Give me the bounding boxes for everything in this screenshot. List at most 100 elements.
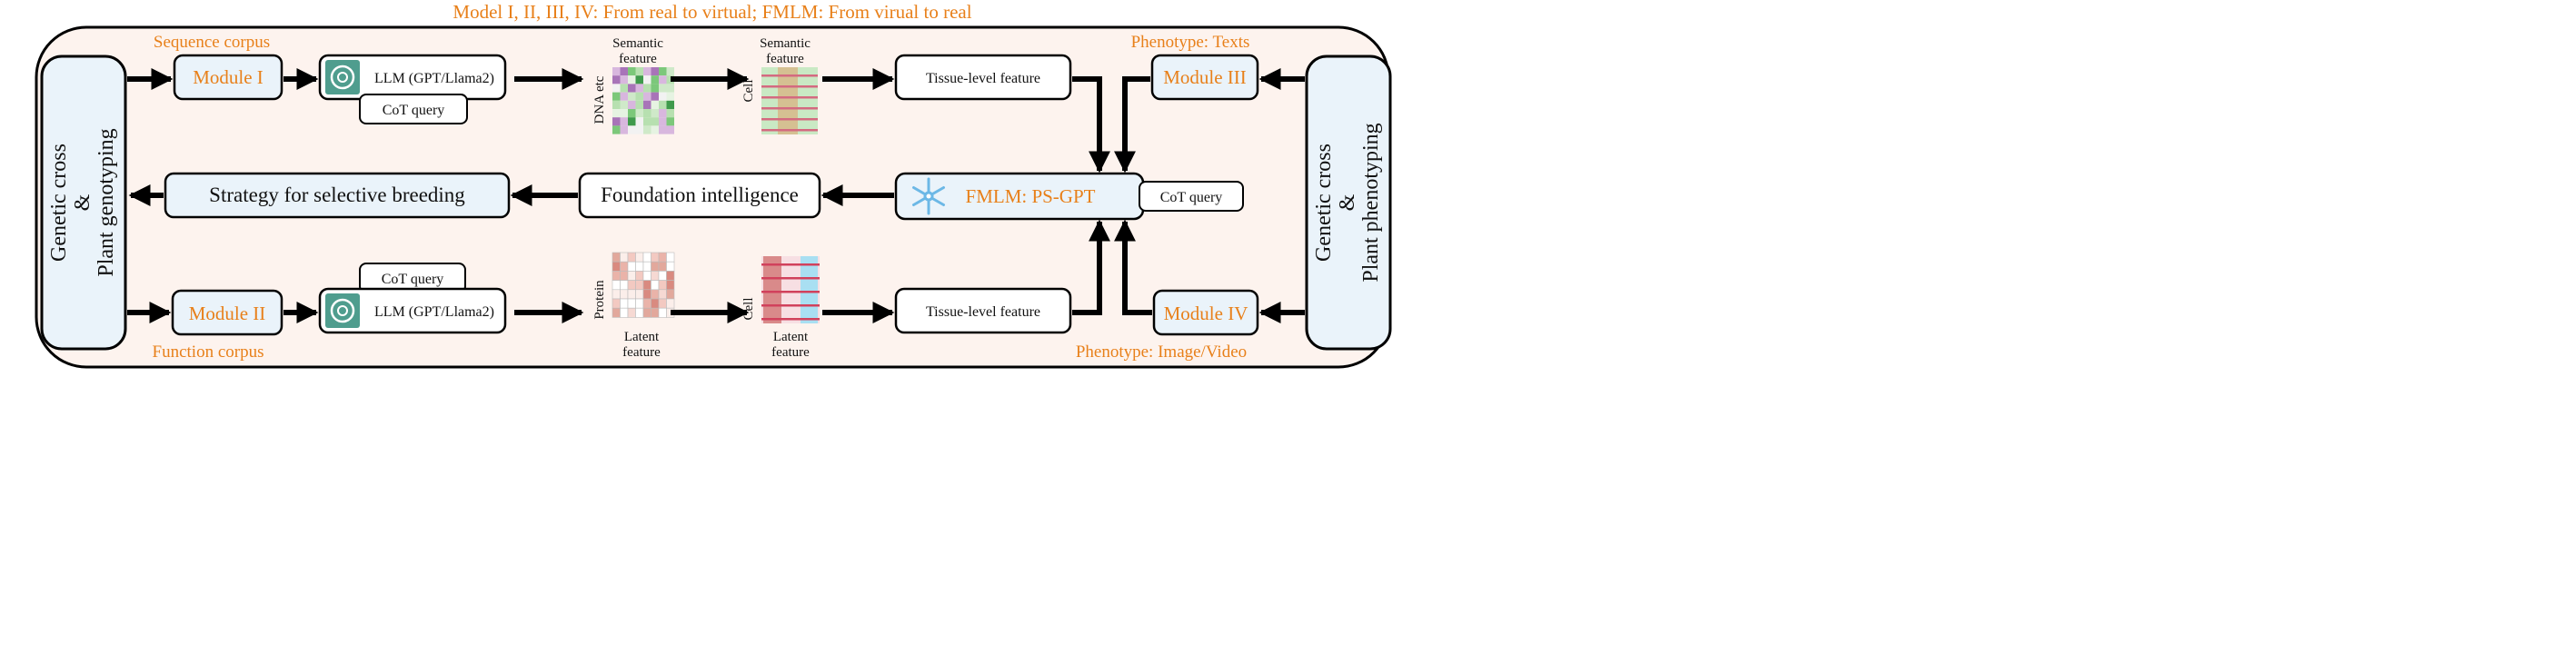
heatmap-cell: [666, 280, 675, 291]
heatmap-cell: [612, 75, 621, 84]
heatmap-cell: [628, 109, 636, 118]
heatmap-cell: [658, 280, 667, 291]
heatmap-cell: [620, 92, 628, 101]
protein-latent-heatmap: [612, 252, 675, 318]
heatmap-cell: [627, 261, 636, 272]
heatmap-cell: [620, 109, 628, 118]
heatmap-cell: [620, 75, 628, 84]
module-iii-box: Module III: [1150, 54, 1259, 101]
heatmap-cell: [643, 117, 651, 126]
llm-top-label: LLM (GPT/Llama2): [374, 71, 494, 86]
diagram-canvas: Model I, II, III, IV: From real to virtu…: [35, 1, 1392, 369]
heatmap-cell: [635, 84, 643, 93]
heatmap-cell: [620, 117, 628, 126]
right-panel-phenotyping: Genetic cross & Plant phenotyping: [1305, 55, 1392, 351]
llm-bottom-label: LLM (GPT/Llama2): [374, 304, 494, 320]
heatmap-cell: [635, 117, 643, 126]
heatmap-cell: [658, 298, 667, 309]
heatmap-cell: [635, 280, 644, 291]
heatmap-cell: [651, 109, 659, 118]
heatmap-cell: [666, 271, 675, 281]
protein-side-label: Protein: [592, 280, 607, 320]
heatmap-cell: [666, 84, 674, 93]
heatmap-cell: [628, 125, 636, 134]
heatmap-cell: [651, 75, 659, 84]
tissue-top-label: Tissue-level feature: [926, 71, 1040, 86]
cell-latent-stripes: [761, 256, 820, 323]
heatmap-cell: [620, 100, 628, 109]
bottom-row-arrows: [127, 219, 1305, 323]
llm-top-box: LLM (GPT/Llama2): [318, 54, 507, 101]
heatmap-cell: [642, 289, 651, 300]
heatmap-cell: [659, 109, 667, 118]
heatmap-cell: [635, 298, 644, 309]
top-row-arrows: [127, 68, 1305, 174]
heatmap-cell: [628, 67, 636, 76]
heatmap-cell: [642, 280, 651, 291]
heatmap-cell: [620, 67, 628, 76]
function-corpus-label: Function corpus: [153, 342, 264, 362]
heatmap-cell: [612, 298, 621, 309]
dna-side-label: DNA etc: [592, 75, 607, 124]
foundation-box: Foundation intelligence: [578, 172, 821, 219]
heatmap-cell: [635, 75, 643, 84]
tissue-top-box: Tissue-level feature: [894, 54, 1072, 101]
semantic-feature-2-line2: feature: [766, 52, 804, 66]
semantic-feature-1-line2: feature: [619, 52, 657, 66]
heatmap-cell: [612, 252, 621, 263]
heatmap-cell: [620, 307, 629, 318]
heatmap-cell: [658, 307, 667, 318]
heatmap-cell: [658, 252, 667, 263]
heatmap-cell: [612, 100, 621, 109]
heatmap-cell: [643, 75, 651, 84]
heatmap-cell: [666, 92, 674, 101]
module-i-label: Module I: [193, 66, 264, 88]
semantic-feature-1-line1: Semantic: [612, 36, 663, 51]
heatmap-cell: [628, 92, 636, 101]
module-ii-box: Module II: [171, 289, 283, 336]
heatmap-cell: [659, 67, 667, 76]
heatmap-cell: [612, 84, 621, 93]
heatmap-cell: [651, 252, 660, 263]
heatmap-cell: [666, 252, 675, 263]
heatmap-cell: [651, 280, 660, 291]
heatmap-cell: [612, 67, 621, 76]
heatmap-cell: [651, 271, 660, 281]
diagram-title: Model I, II, III, IV: From real to virtu…: [453, 1, 971, 23]
heatmap-cell: [627, 289, 636, 300]
heatmap-cell: [651, 125, 659, 134]
heatmap-cell: [612, 271, 621, 281]
heatmap-cell: [658, 289, 667, 300]
fmlm-label: FMLM: PS-GPT: [966, 185, 1096, 207]
heatmap-cell: [627, 298, 636, 309]
heatmap-cell: [612, 109, 621, 118]
heatmap-cell: [651, 92, 659, 101]
heatmap-cell: [666, 117, 674, 126]
heatmap-cell: [612, 261, 621, 272]
heatmap-cell: [635, 67, 643, 76]
module-iv-label: Module IV: [1164, 303, 1248, 324]
semantic-feature-2-line1: Semantic: [760, 36, 811, 51]
heatmap-cell: [659, 117, 667, 126]
heatmap-cell: [659, 92, 667, 101]
heatmap-cell: [635, 125, 643, 134]
heatmap-cell: [635, 109, 643, 118]
heatmap-cell: [620, 289, 629, 300]
heatmap-cell: [651, 289, 660, 300]
heatmap-cell: [635, 307, 644, 318]
latent-feature-1-line2: feature: [622, 345, 661, 360]
left-panel-genotyping: Genetic cross & Plant genotyping: [40, 55, 127, 351]
heatmap-cell: [651, 117, 659, 126]
latent-feature-2-line1: Latent: [773, 330, 809, 344]
latent-feature-1-line1: Latent: [624, 330, 660, 344]
heatmap-cell: [651, 307, 660, 318]
tissue-bottom-box: Tissue-level feature: [894, 287, 1072, 334]
cell-semantic-stripes: [761, 67, 818, 134]
heatmap-cell: [666, 125, 674, 134]
tissue-bottom-label: Tissue-level feature: [926, 304, 1040, 320]
heatmap-cell: [620, 84, 628, 93]
heatmap-cell: [658, 271, 667, 281]
heatmap-cell: [612, 289, 621, 300]
latent-feature-2-line2: feature: [771, 345, 810, 360]
cot-query-middle: CoT query: [1139, 181, 1244, 212]
